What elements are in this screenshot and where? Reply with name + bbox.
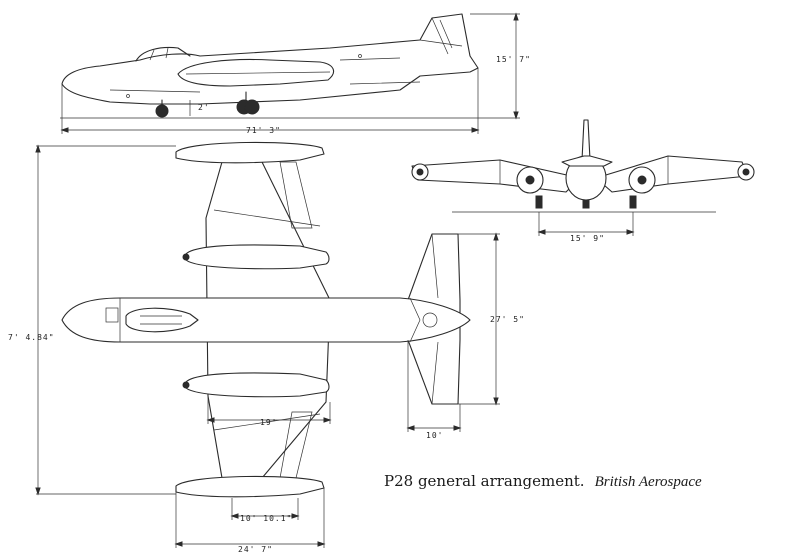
nose-wheel: [155, 104, 169, 118]
caption-title: P28 general arrangement.: [384, 472, 585, 490]
plan-view: [35, 141, 500, 548]
wing-chord-label: 19': [260, 418, 277, 427]
tailplane-span-label: 27' 5": [490, 315, 525, 324]
tail-chord-label: 10': [426, 431, 443, 440]
front-view: [411, 119, 755, 236]
tip-tank-length-label: 24' 7": [238, 545, 273, 554]
wheel-clearance-label: 2': [198, 103, 210, 112]
side-view: [60, 12, 520, 134]
track-label: 15' 9": [570, 234, 605, 243]
height-label: 15' 7": [496, 55, 531, 64]
tip-tank-offset-label: 10' 10.1": [240, 514, 292, 523]
figure-caption: P28 general arrangement. British Aerospac…: [384, 472, 702, 491]
caption-credit: British Aerospace: [594, 474, 702, 490]
span-label: 7' 4.84": [8, 333, 55, 342]
length-label: 71' 3": [246, 126, 281, 135]
